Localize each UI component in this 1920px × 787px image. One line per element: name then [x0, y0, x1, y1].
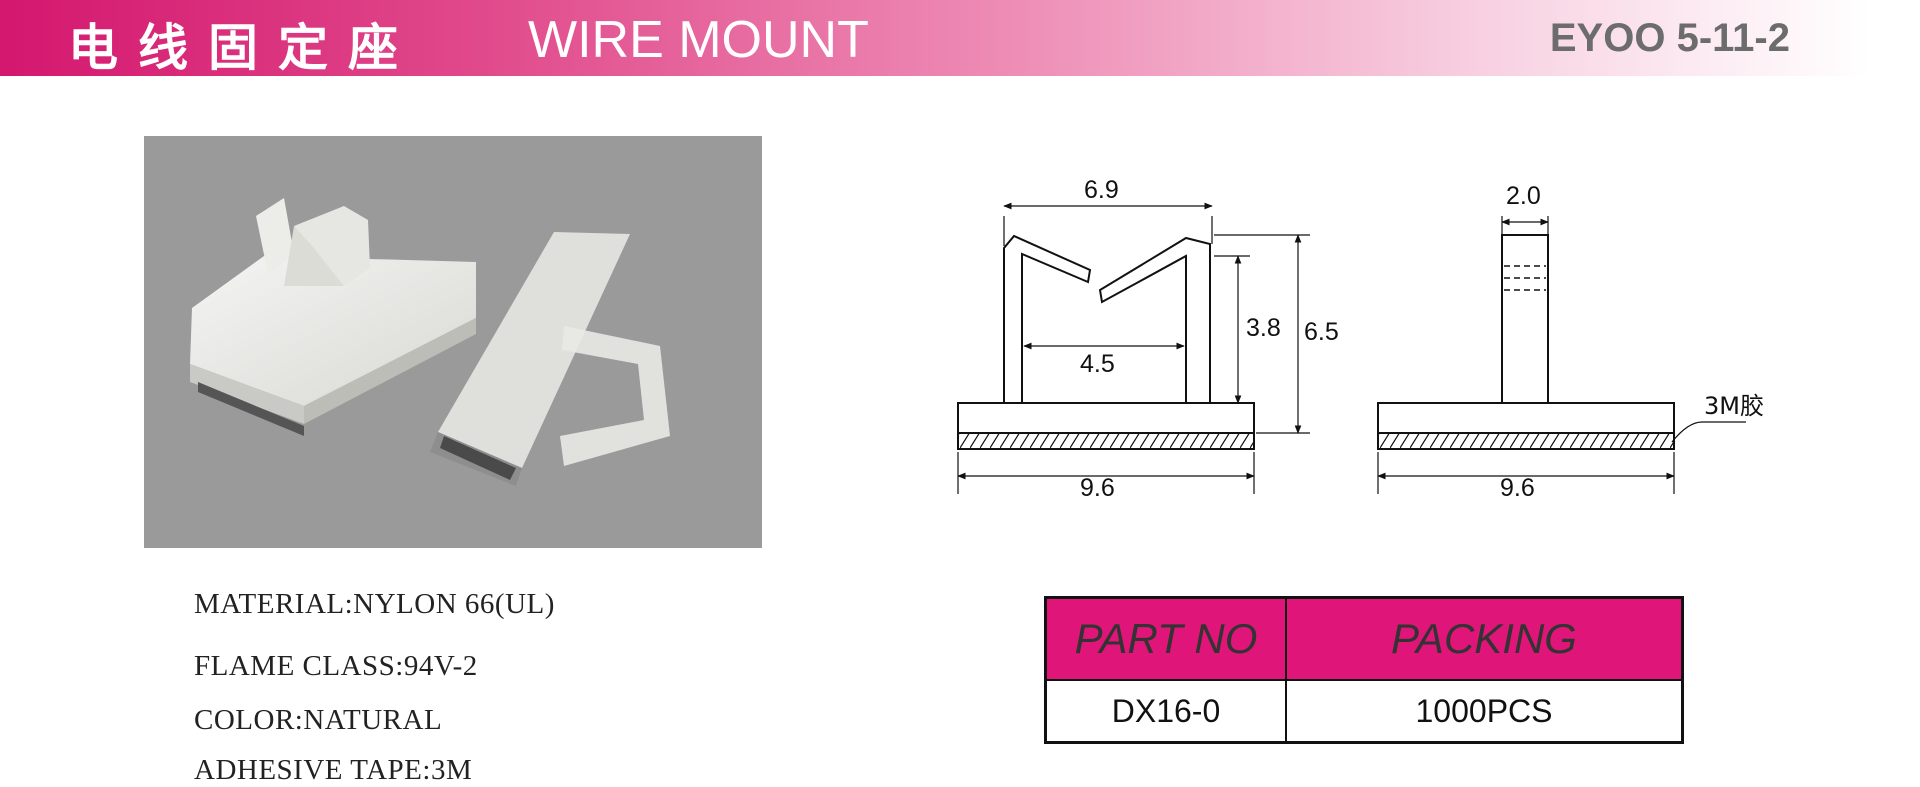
dim-side-base-width: 9.6 [1500, 474, 1535, 502]
spec-flame-class-label: FLAME CLASS: [194, 650, 404, 682]
title-english: WIRE MOUNT [528, 11, 869, 69]
dim-front-total-height: 6.5 [1304, 318, 1339, 346]
dim-front-slot-height: 3.8 [1246, 314, 1281, 342]
spec-adhesive-tape-label: ADHESIVE TAPE: [194, 754, 431, 786]
spec-flame-class-value: 94V-2 [403, 650, 478, 682]
spec-material-value: NYLON 66(UL) [353, 588, 555, 620]
parts-table: PART NO PACKING DX16-0 1000PCS [1044, 596, 1684, 744]
spec-flame-class: FLAME CLASS:94V-2 [194, 650, 478, 683]
title-banner: 电线固定座 WIRE MOUNT EYOO 5-11-2 [0, 0, 1870, 77]
header-part-no: PART NO [1044, 596, 1287, 681]
model-code: EYOO 5-11-2 [1549, 16, 1790, 60]
table-header-row: PART NO PACKING [1044, 596, 1684, 681]
dim-front-base-width: 9.6 [1080, 474, 1115, 502]
tape-note: 3M胶 [1704, 392, 1764, 420]
spec-adhesive-tape: ADHESIVE TAPE:3M [194, 754, 472, 787]
cell-part-no: DX16-0 [1044, 679, 1287, 744]
side-view [1377, 216, 1746, 494]
dim-side-top-width: 2.0 [1506, 182, 1541, 210]
dim-front-top-width: 6.9 [1084, 176, 1119, 204]
spec-material-label: MATERIAL: [194, 588, 354, 620]
spec-material: MATERIAL:NYLON 66(UL) [194, 588, 555, 621]
spec-color-label: COLOR: [194, 704, 304, 736]
title-chinese: 电线固定座 [68, 19, 418, 77]
dim-front-inner-width: 4.5 [1080, 350, 1115, 378]
spec-color-value: NATURAL [303, 704, 443, 736]
table-row: DX16-0 1000PCS [1044, 679, 1684, 744]
dimension-drawings: 6.9 4.5 3.8 6.5 9.6 2.0 9.6 3M胶 [957, 176, 1764, 502]
wire-mount-photo-illustration [190, 198, 670, 486]
spec-adhesive-tape-value: 3M [430, 754, 473, 786]
spec-color: COLOR:NATURAL [194, 704, 442, 737]
header-packing: PACKING [1285, 596, 1684, 681]
cell-packing: 1000PCS [1285, 679, 1684, 744]
product-photo [144, 136, 762, 548]
front-view [957, 202, 1310, 494]
